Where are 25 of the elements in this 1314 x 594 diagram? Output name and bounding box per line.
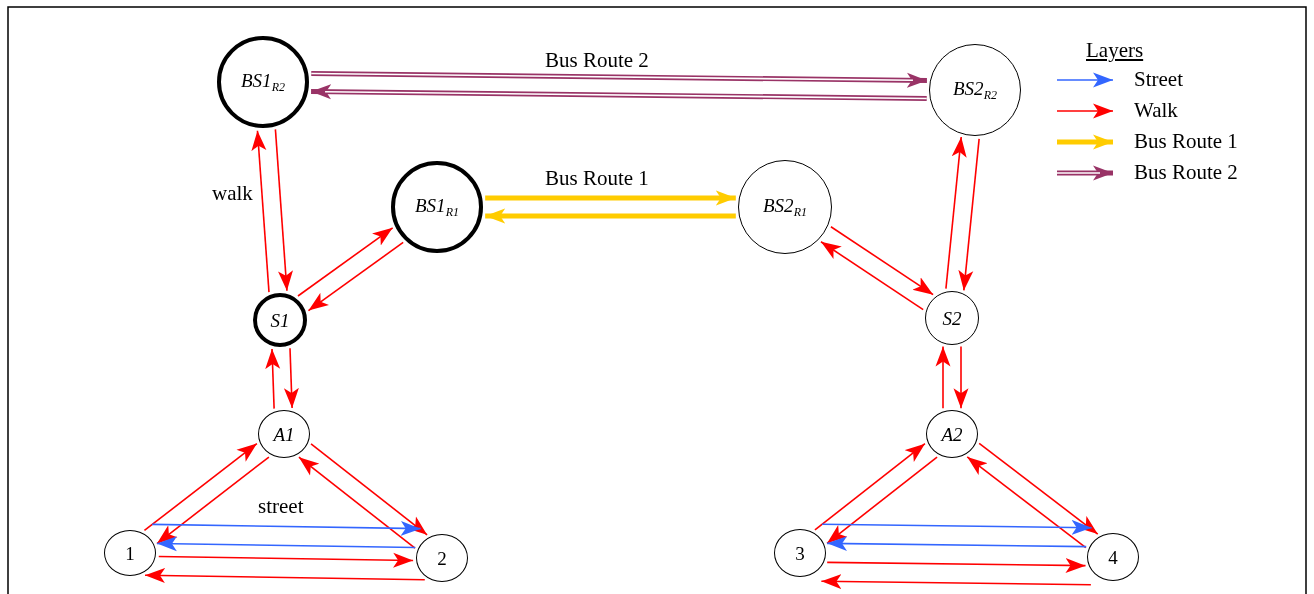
node-label: S2 bbox=[941, 308, 963, 328]
node-label: 3 bbox=[794, 543, 806, 563]
node-circle bbox=[253, 293, 307, 347]
legend-title: Layers bbox=[1086, 40, 1144, 61]
node-label: BS1$_{R1}$ bbox=[414, 196, 460, 218]
node-label: 1 bbox=[124, 543, 136, 563]
node-circle bbox=[774, 529, 826, 577]
node-label: S1 bbox=[269, 310, 291, 330]
node-label: 2 bbox=[436, 548, 448, 568]
node-circle bbox=[258, 410, 310, 458]
legend-label: Walk bbox=[1134, 100, 1178, 121]
legend-label: Bus Route 2 bbox=[1134, 162, 1238, 183]
node-circle bbox=[104, 530, 156, 576]
node-label: A2 bbox=[939, 424, 964, 444]
legend-label: Street bbox=[1134, 69, 1183, 90]
node-label: BS1$_{R2}$ bbox=[240, 71, 286, 93]
node-circle bbox=[416, 534, 468, 582]
node-label: BS2$_{R2}$ bbox=[952, 79, 998, 101]
node-label: A1 bbox=[271, 424, 296, 444]
node-label: 4 bbox=[1107, 547, 1119, 567]
node-circle bbox=[1087, 533, 1139, 581]
node-circle bbox=[925, 291, 979, 345]
node-label: BS2$_{R1}$ bbox=[762, 196, 808, 218]
legend-label: Bus Route 1 bbox=[1134, 131, 1238, 152]
node-circle bbox=[926, 410, 978, 458]
